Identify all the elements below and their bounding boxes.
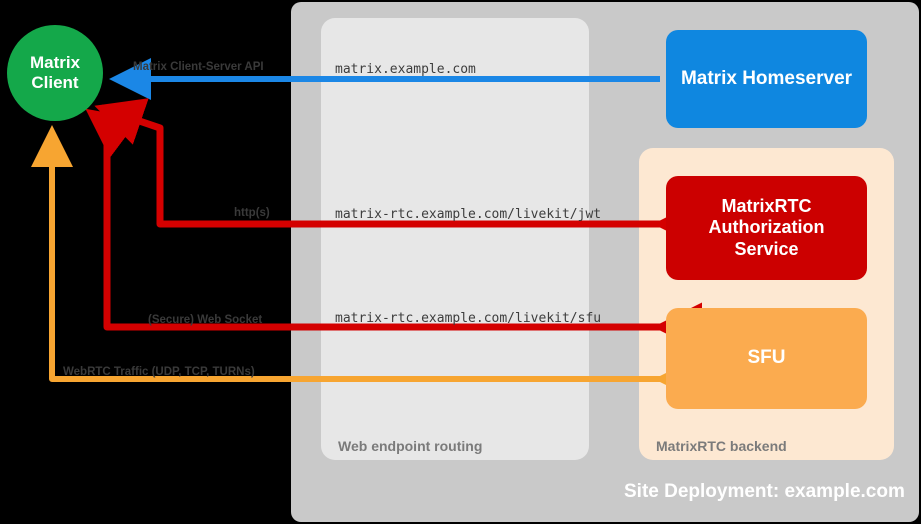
- site-deployment-caption: Site Deployment: example.com: [624, 481, 905, 502]
- matrix-client-line-2: Client: [31, 73, 79, 92]
- node-matrix-client[interactable]: Matrix Client: [7, 25, 103, 121]
- edge-label-http-s: http(s): [234, 207, 270, 219]
- endpoint-label-livekit-sfu: matrix-rtc.example.com/livekit/sfu: [335, 311, 602, 326]
- auth-service-line-2: Authorization: [708, 217, 825, 238]
- matrix-homeserver-label: Matrix Homeserver: [680, 67, 853, 89]
- endpoint-label-matrix-example-com: matrix.example.com: [335, 62, 476, 77]
- endpoint-label-livekit-jwt: matrix-rtc.example.com/livekit/jwt: [335, 207, 602, 222]
- flow-arrow-webrtc-media: [30, 125, 696, 400]
- edge-label-secure-web-socket: (Secure) Web Socket: [148, 314, 263, 326]
- node-sfu[interactable]: SFU: [666, 308, 867, 409]
- auth-service-line-1: MatrixRTC: [721, 196, 812, 217]
- matrix-client-line-1: Matrix: [29, 52, 81, 72]
- auth-service-line-3: Service: [734, 238, 799, 259]
- edge-label-client-server-api: Matrix Client-Server API: [133, 61, 264, 73]
- node-matrix-homeserver[interactable]: Matrix Homeserver: [666, 30, 867, 128]
- sfu-label: SFU: [747, 347, 786, 369]
- web-endpoint-routing-caption: Web endpoint routing: [338, 438, 483, 454]
- matrixrtc-backend-caption: MatrixRTC backend: [656, 438, 787, 454]
- edge-label-webrtc-traffic: WebRTC Traffic (UDP, TCP, TURNs): [63, 366, 255, 378]
- node-matrixrtc-authorization-service[interactable]: MatrixRTC Authorization Service: [666, 176, 867, 280]
